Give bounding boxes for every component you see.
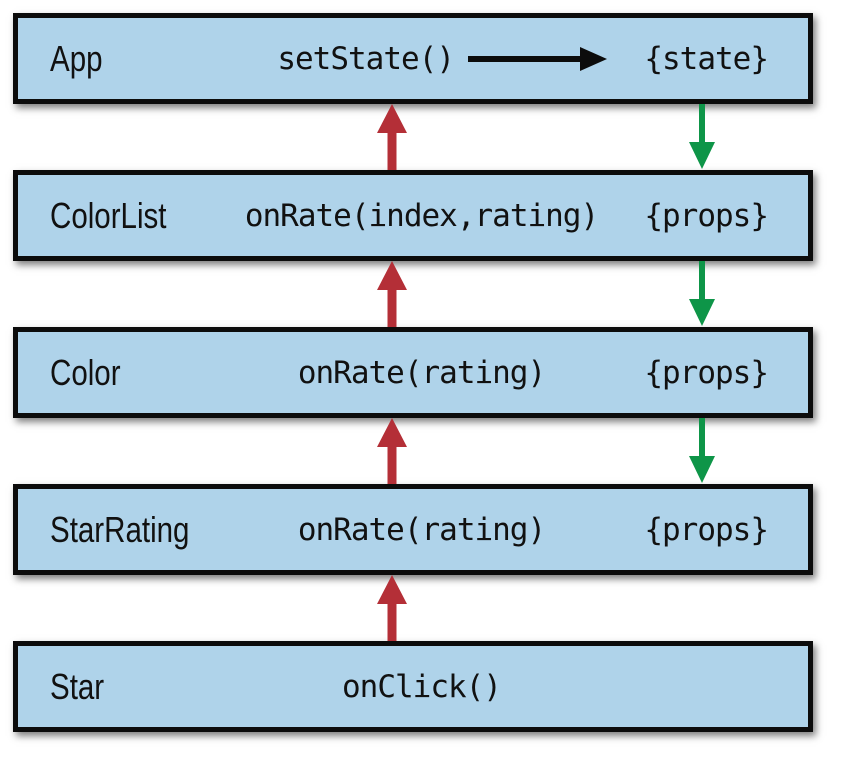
- component-name-label: ColorList: [50, 194, 167, 236]
- component-name: StarRating: [50, 509, 235, 551]
- component-box-color: Color onRate(rating) {props}: [13, 327, 813, 418]
- props-down-arrow-icon: [689, 104, 715, 169]
- props-down-arrow-icon: [689, 418, 715, 483]
- component-name-label: Star: [50, 665, 105, 707]
- component-name: Star: [50, 666, 235, 708]
- component-name-label: StarRating: [50, 508, 190, 550]
- component-name-label: Color: [50, 351, 121, 393]
- event-up-arrow-icon: [377, 261, 407, 327]
- state-token: {state}: [644, 40, 769, 77]
- component-box-star: Star onClick(): [13, 641, 813, 732]
- method-area: onRate(rating): [235, 355, 608, 391]
- setstate-to-state-arrow-icon: [468, 46, 607, 71]
- method-area: onRate(index,rating): [235, 198, 608, 234]
- props-token: {props}: [644, 197, 769, 234]
- props-down-arrow-icon: [689, 261, 715, 326]
- method-call: onRate(rating): [297, 354, 546, 391]
- event-up-arrow-icon: [377, 575, 407, 641]
- method-call: onRate(index,rating): [244, 197, 599, 234]
- component-name: ColorList: [50, 195, 235, 237]
- props-token: {props}: [644, 354, 769, 391]
- method-call: onClick(): [342, 668, 502, 705]
- method-call: onRate(rating): [297, 511, 546, 548]
- component-box-app: App setState() {state}: [13, 13, 813, 104]
- component-name-label: App: [50, 37, 103, 79]
- component-box-colorlist: ColorList onRate(index,rating) {props}: [13, 170, 813, 261]
- component-name: App: [50, 38, 235, 80]
- props-token: {props}: [644, 511, 769, 548]
- method-area: setState(): [235, 41, 608, 77]
- method-area: onClick(): [235, 669, 608, 705]
- method-call: setState(): [277, 40, 455, 77]
- component-box-starrating: StarRating onRate(rating) {props}: [13, 484, 813, 575]
- method-area: onRate(rating): [235, 512, 608, 548]
- event-up-arrow-icon: [377, 104, 407, 170]
- event-up-arrow-icon: [377, 418, 407, 484]
- component-name: Color: [50, 352, 235, 394]
